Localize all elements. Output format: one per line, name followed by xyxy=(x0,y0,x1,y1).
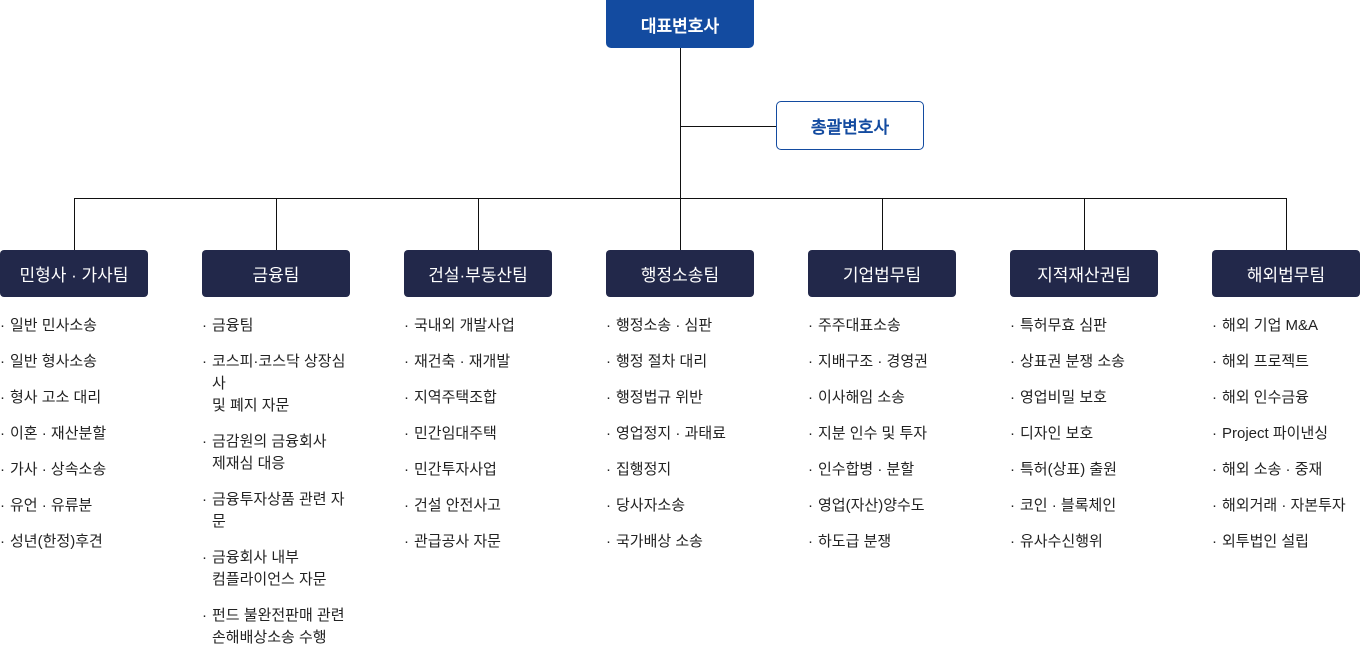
practice-item: 지배구조 · 경영권 xyxy=(808,351,960,373)
team-practice-list: 금융팀코스피·코스닥 상장심사 및 폐지 자문금감원의 금융회사 제재심 대응금… xyxy=(202,315,354,649)
practice-item: 코인 · 블록체인 xyxy=(1010,495,1162,517)
practice-item: 상표권 분쟁 소송 xyxy=(1010,351,1162,373)
team-box: 행정소송팀 xyxy=(606,250,754,297)
team-column: 해외법무팀해외 기업 M&A 해외 프로젝트해외 인수금융 Project 파이낸싱… xyxy=(1212,250,1360,567)
practice-item: 당사자소송 xyxy=(606,495,758,517)
practice-item: 펀드 불완전판매 관련 손해배상소송 수행 xyxy=(202,605,354,649)
practice-item: 지역주택조합 xyxy=(404,387,556,409)
team-box: 지적재산권팀 xyxy=(1010,250,1158,297)
practice-item: 하도급 분쟁 xyxy=(808,531,960,553)
general-manager-box: 총괄변호사 xyxy=(776,101,924,150)
practice-item: 금융회사 내부 컴플라이언스 자문 xyxy=(202,547,354,591)
practice-item: Project 파이낸싱 xyxy=(1212,423,1360,445)
connector-drop xyxy=(276,198,277,250)
practice-item: 금융투자상품 관련 자문 xyxy=(202,489,354,533)
practice-item: 주주대표소송 xyxy=(808,315,960,337)
practice-item: 성년(한정)후견 xyxy=(0,531,152,553)
team-practice-list: 주주대표소송지배구조 · 경영권이사해임 소송지분 인수 및 투자인수합병 · … xyxy=(808,315,960,553)
connector-drop xyxy=(74,198,75,250)
practice-item: 이혼 · 재산분할 xyxy=(0,423,152,445)
practice-item: 인수합병 · 분할 xyxy=(808,459,960,481)
connector-drop xyxy=(680,198,681,250)
practice-item: 해외거래 · 자본투자 xyxy=(1212,495,1360,517)
practice-item: 행정소송 · 심판 xyxy=(606,315,758,337)
team-box: 해외법무팀 xyxy=(1212,250,1360,297)
practice-item: 민간임대주택 xyxy=(404,423,556,445)
practice-item: 일반 형사소송 xyxy=(0,351,152,373)
practice-item: 형사 고소 대리 xyxy=(0,387,152,409)
practice-item: 행정 절차 대리 xyxy=(606,351,758,373)
practice-item: 재건축 · 재개발 xyxy=(404,351,556,373)
ceo-box: 대표변호사 xyxy=(606,0,754,48)
team-column: 행정소송팀행정소송 · 심판행정 절차 대리행정법규 위반영업정지 · 과태료집… xyxy=(606,250,758,567)
practice-item: 지분 인수 및 투자 xyxy=(808,423,960,445)
practice-item: 건설 안전사고 xyxy=(404,495,556,517)
team-box: 금융팀 xyxy=(202,250,350,297)
team-column: 민형사 · 가사팀일반 민사소송일반 형사소송형사 고소 대리이혼 · 재산분할… xyxy=(0,250,152,567)
connector-gm-branch xyxy=(680,126,776,127)
team-box: 민형사 · 가사팀 xyxy=(0,250,148,297)
practice-item: 이사해임 소송 xyxy=(808,387,960,409)
team-column: 지적재산권팀특허무효 심판상표권 분쟁 소송영업비밀 보호디자인 보호특허(상표… xyxy=(1010,250,1162,567)
team-box: 기업법무팀 xyxy=(808,250,956,297)
practice-item: 금융팀 xyxy=(202,315,354,337)
practice-item: 해외 인수금융 xyxy=(1212,387,1360,409)
practice-item: 영업(자산)양수도 xyxy=(808,495,960,517)
practice-item: 해외 프로젝트 xyxy=(1212,351,1360,373)
practice-item: 국가배상 소송 xyxy=(606,531,758,553)
connector-drop xyxy=(478,198,479,250)
connector-drop xyxy=(1286,198,1287,250)
team-practice-list: 국내외 개발사업재건축 · 재개발지역주택조합민간임대주택민간투자사업건설 안전… xyxy=(404,315,556,553)
practice-item: 외투법인 설립 xyxy=(1212,531,1360,553)
team-practice-list: 행정소송 · 심판행정 절차 대리행정법규 위반영업정지 · 과태료집행정지당사… xyxy=(606,315,758,553)
practice-item: 코스피·코스닥 상장심사 및 폐지 자문 xyxy=(202,351,354,417)
team-practice-list: 특허무효 심판상표권 분쟁 소송영업비밀 보호디자인 보호특허(상표) 출원코인… xyxy=(1010,315,1162,553)
practice-item: 유언 · 유류분 xyxy=(0,495,152,517)
practice-item: 가사 · 상속소송 xyxy=(0,459,152,481)
connector-drop xyxy=(882,198,883,250)
practice-item: 집행정지 xyxy=(606,459,758,481)
practice-item: 특허무효 심판 xyxy=(1010,315,1162,337)
connector-main-vertical xyxy=(680,48,681,198)
practice-item: 유사수신행위 xyxy=(1010,531,1162,553)
practice-item: 해외 소송 · 중재 xyxy=(1212,459,1360,481)
practice-item: 디자인 보호 xyxy=(1010,423,1162,445)
practice-item: 민간투자사업 xyxy=(404,459,556,481)
practice-item: 일반 민사소송 xyxy=(0,315,152,337)
practice-item: 영업비밀 보호 xyxy=(1010,387,1162,409)
practice-item: 해외 기업 M&A xyxy=(1212,315,1360,337)
team-practice-list: 일반 민사소송일반 형사소송형사 고소 대리이혼 · 재산분할가사 · 상속소송… xyxy=(0,315,152,553)
team-practice-list: 해외 기업 M&A 해외 프로젝트해외 인수금융 Project 파이낸싱해외 소송… xyxy=(1212,315,1360,553)
practice-item: 행정법규 위반 xyxy=(606,387,758,409)
team-column: 건설·부동산팀국내외 개발사업재건축 · 재개발지역주택조합민간임대주택민간투자… xyxy=(404,250,556,567)
team-column: 금융팀금융팀코스피·코스닥 상장심사 및 폐지 자문금감원의 금융회사 제재심 … xyxy=(202,250,354,663)
practice-item: 국내외 개발사업 xyxy=(404,315,556,337)
practice-item: 관급공사 자문 xyxy=(404,531,556,553)
practice-item: 특허(상표) 출원 xyxy=(1010,459,1162,481)
team-box: 건설·부동산팀 xyxy=(404,250,552,297)
connector-drop xyxy=(1084,198,1085,250)
practice-item: 금감원의 금융회사 제재심 대응 xyxy=(202,431,354,475)
practice-item: 영업정지 · 과태료 xyxy=(606,423,758,445)
team-column: 기업법무팀주주대표소송지배구조 · 경영권이사해임 소송지분 인수 및 투자인수… xyxy=(808,250,960,567)
